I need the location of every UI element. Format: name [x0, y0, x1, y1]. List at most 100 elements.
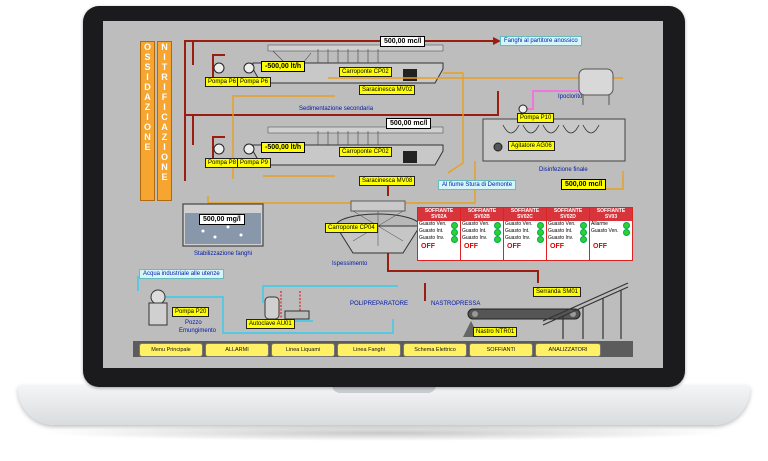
blower-status-label: Guasto Ven.: [548, 221, 576, 227]
blower-state: OFF: [464, 243, 478, 250]
label-nastro: Nastro NTR01: [473, 327, 518, 337]
title-letter: C: [161, 112, 168, 122]
title-letter: S: [144, 52, 151, 62]
status-led-icon: [494, 222, 501, 229]
label-fanghi-partitore: Fanghi al partitore anossico: [500, 36, 582, 46]
status-led-icon: [580, 229, 587, 236]
label-polipreparatore: POLIPREPARATORE: [350, 301, 409, 307]
title-letter: I: [146, 72, 149, 82]
blower-status-label: Guasto Int.: [548, 228, 573, 234]
blower-code: SV03: [604, 214, 618, 220]
blower-status-label: Guasto Ven.: [462, 221, 490, 227]
blower-status-label: Guasto Int.: [462, 228, 487, 234]
label-agitatore: Agitatore AG06: [508, 141, 555, 151]
menu-button-allarmi[interactable]: ALLARMI: [205, 343, 269, 357]
label-carroponte-cp04: Carroponte CP04: [325, 223, 378, 233]
status-led-icon: [451, 222, 458, 229]
label-pompa-p6b: Pompa P6: [237, 77, 272, 87]
title-letter: I: [146, 112, 149, 122]
title-letter: I: [163, 102, 166, 112]
flow-value-pump-bottom: -500,00 lt/h: [261, 142, 306, 153]
status-led-icon: [580, 236, 587, 243]
label-nastropressa: NASTROPRESSA: [431, 301, 481, 307]
disinfection-tank: [482, 68, 626, 162]
status-led-icon: [537, 229, 544, 236]
label-pompa-p20: Pompa P20: [172, 307, 210, 317]
label-sedimentazione: Sedimentazione secondaria: [299, 106, 374, 112]
title-letter: O: [143, 122, 151, 132]
menu-button-soffianti[interactable]: SOFFIANTI: [469, 343, 533, 357]
title-letter: E: [144, 142, 151, 152]
status-led-icon: [494, 229, 501, 236]
blower-code: SV02A: [431, 214, 447, 220]
label-pompa-p8: Pompa P8: [205, 158, 240, 168]
label-serranda: Serranda SM01: [533, 287, 582, 297]
label-pozzo: Pozzo: [185, 320, 202, 326]
blower-title: SOFFIANTE: [510, 208, 540, 214]
blower-title: SOFFIANTE: [596, 208, 626, 214]
label-ipoclorito: Ipoclorito: [558, 94, 583, 100]
status-led-icon: [537, 222, 544, 229]
title-letter: I: [163, 52, 166, 62]
autoclave: [264, 296, 310, 320]
blower-title: SOFFIANTE: [553, 208, 583, 214]
blower-state: OFF: [507, 243, 521, 250]
title-letter: D: [144, 82, 151, 92]
process-diagram: [137, 37, 629, 339]
flow-value-disinfection: 500,00 mc/l: [561, 179, 607, 190]
blower-status-label: Guasto Int.: [419, 228, 444, 234]
laptop-shadow: [40, 425, 730, 441]
menu-button-analizzatori[interactable]: ANALIZZATORI: [535, 343, 601, 357]
blower-code: SV02D: [560, 214, 576, 220]
title-letter: A: [144, 92, 151, 102]
status-led-icon: [580, 222, 587, 229]
title-letter: O: [143, 42, 151, 52]
blower-status-label: Guasto Int.: [505, 228, 530, 234]
title-letter: O: [160, 152, 168, 162]
label-autoclave: Autoclave AU01: [246, 319, 295, 329]
blower-status-label: Guasto Inv.: [462, 235, 488, 241]
menu-button-menu-principale[interactable]: Menu Principale: [139, 343, 203, 357]
blower-state: OFF: [421, 243, 435, 250]
label-pompa-p10: Pompa P10: [517, 113, 555, 123]
label-pompa-p6a: Pompa P6: [205, 77, 240, 87]
menu-button-linea-liquami[interactable]: Linea Liquami: [271, 343, 335, 357]
blower-status-label: Guasto Ven.: [505, 221, 533, 227]
title-letter: N: [161, 42, 168, 52]
stabilization-tank: [182, 203, 264, 247]
menu-button-schema-elettrico[interactable]: Schema Elettrico: [403, 343, 467, 357]
title-letter: T: [161, 62, 168, 72]
label-pompa-p9: Pompa P9: [237, 158, 272, 168]
blower-state: OFF: [593, 243, 607, 250]
title-letter: N: [144, 132, 151, 142]
label-saracinesca-mv08: Saracinesca MV08: [359, 176, 416, 186]
laptop-base-notch: [332, 385, 436, 393]
status-led-icon: [451, 229, 458, 236]
blower-code: SV02C: [517, 214, 533, 220]
blower-title: SOFFIANTE: [467, 208, 497, 214]
blower-status-label: Guasto Inv.: [505, 235, 531, 241]
dosing-lines: [280, 291, 301, 319]
title-letter: I: [163, 142, 166, 152]
title-letter: Z: [161, 132, 168, 142]
title-letter: I: [163, 82, 166, 92]
menu-button-linea-fanghi[interactable]: Linea Fanghi: [337, 343, 401, 357]
title-letter: N: [161, 162, 168, 172]
elevated-conveyor: [542, 282, 629, 339]
blower-status-label: Guasto Inv.: [548, 235, 574, 241]
blower-status-label: Allarme: [591, 221, 608, 227]
label-saracinesca-mv02: Saracinesca MV02: [359, 85, 416, 95]
status-led-icon: [623, 229, 630, 236]
blower-title: SOFFIANTE: [424, 208, 454, 214]
blower-state: OFF: [550, 243, 564, 250]
title-letter: R: [161, 72, 168, 82]
